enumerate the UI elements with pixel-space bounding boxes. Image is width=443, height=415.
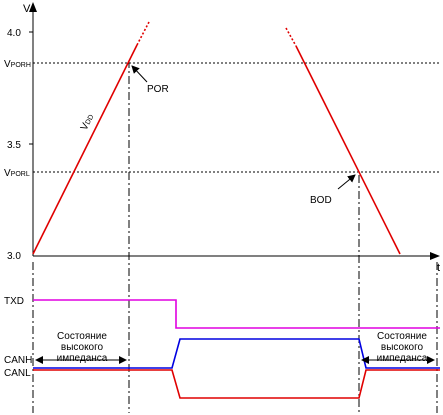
canl-label: CANL	[4, 368, 31, 379]
canh-label: CANH	[4, 355, 32, 366]
vdd-rising-line	[32, 44, 138, 255]
vdd-label-sub: DD	[85, 114, 96, 126]
tick-label-30: 3.0	[7, 251, 21, 262]
vdd-falling-line	[295, 45, 401, 255]
vdd-label: VDD	[79, 112, 96, 132]
x-axis-arrow	[430, 252, 440, 260]
txd-label: TXD	[4, 296, 24, 307]
txd-waveform	[33, 299, 440, 329]
hiz-left-line3: импеданса	[57, 353, 108, 364]
canl-waveform	[33, 369, 440, 399]
por-arrow	[131, 65, 148, 83]
vporl-label-main: V	[4, 168, 11, 179]
hiz-left-line2: высокого	[61, 342, 104, 353]
canh-waveform	[33, 338, 440, 369]
vdd-rising-dotted	[136, 21, 150, 46]
vdd-label-main: V	[79, 121, 92, 132]
vporh-label-sub: PORH	[11, 62, 31, 69]
bod-label: BOD	[310, 195, 332, 206]
tick-label-40: 4.0	[7, 28, 21, 39]
vporl-label: VPORL	[4, 168, 30, 179]
hiz-right-line3: импеданса	[377, 353, 428, 364]
bod-arrow	[337, 174, 356, 190]
vporh-label: VPORH	[4, 59, 31, 70]
y-axis-label: V	[23, 3, 31, 15]
vporl-label-sub: PORL	[11, 171, 30, 178]
x-axis-label: t	[437, 262, 440, 274]
vdd-falling-dotted	[285, 27, 297, 47]
vporh-label-main: V	[4, 59, 11, 70]
tick-label-35: 3.5	[7, 140, 21, 151]
y-axis-arrow	[29, 2, 37, 12]
hiz-left-line1: Состояние	[57, 331, 107, 342]
por-label: POR	[147, 84, 169, 95]
hiz-right-line2: высокого	[381, 342, 424, 353]
hiz-right-line1: Состояние	[377, 331, 427, 342]
